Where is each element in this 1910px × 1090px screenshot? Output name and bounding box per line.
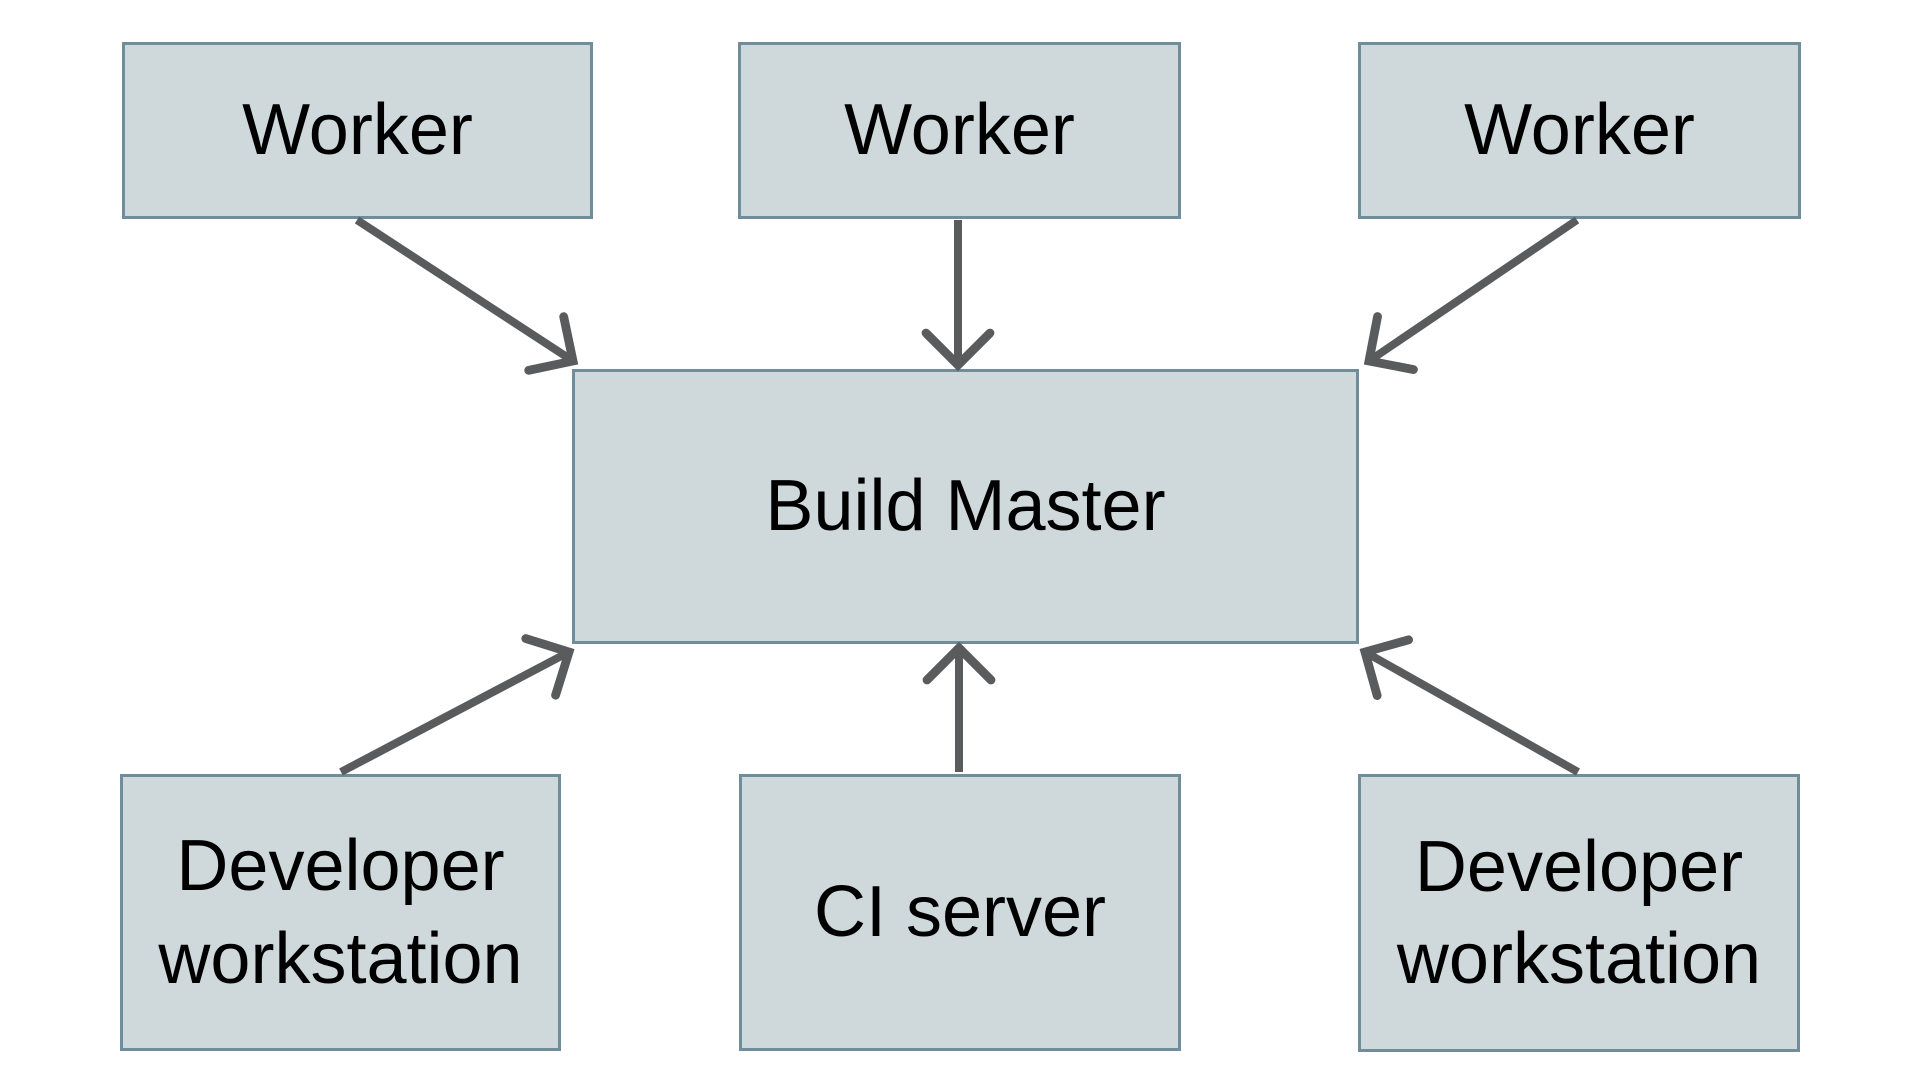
node-worker-3-label: Worker (1464, 90, 1695, 171)
node-build-master-label: Build Master (765, 466, 1166, 547)
node-developer-workstation-right: Developer workstation (1358, 774, 1800, 1052)
node-ci-server-label: CI server (813, 872, 1107, 953)
node-worker-1-label: Worker (242, 90, 473, 171)
node-developer-workstation-right-label: Developer workstation (1396, 826, 1762, 999)
node-worker-2-label: Worker (844, 90, 1075, 171)
node-developer-workstation-left: Developer workstation (120, 774, 561, 1051)
edge-worker1-to-build-master (354, 216, 579, 375)
edge-developer-workstation-left-to-build-master (339, 634, 575, 776)
node-worker-1: Worker (122, 42, 593, 219)
node-build-master: Build Master (572, 369, 1359, 644)
node-worker-2: Worker (738, 42, 1181, 219)
node-worker-3: Worker (1358, 42, 1801, 219)
edge-developer-workstation-right-to-build-master (1359, 635, 1580, 776)
edge-worker3-to-build-master (1363, 216, 1580, 374)
node-ci-server: CI server (739, 774, 1181, 1051)
node-developer-workstation-left-label: Developer workstation (158, 826, 523, 999)
